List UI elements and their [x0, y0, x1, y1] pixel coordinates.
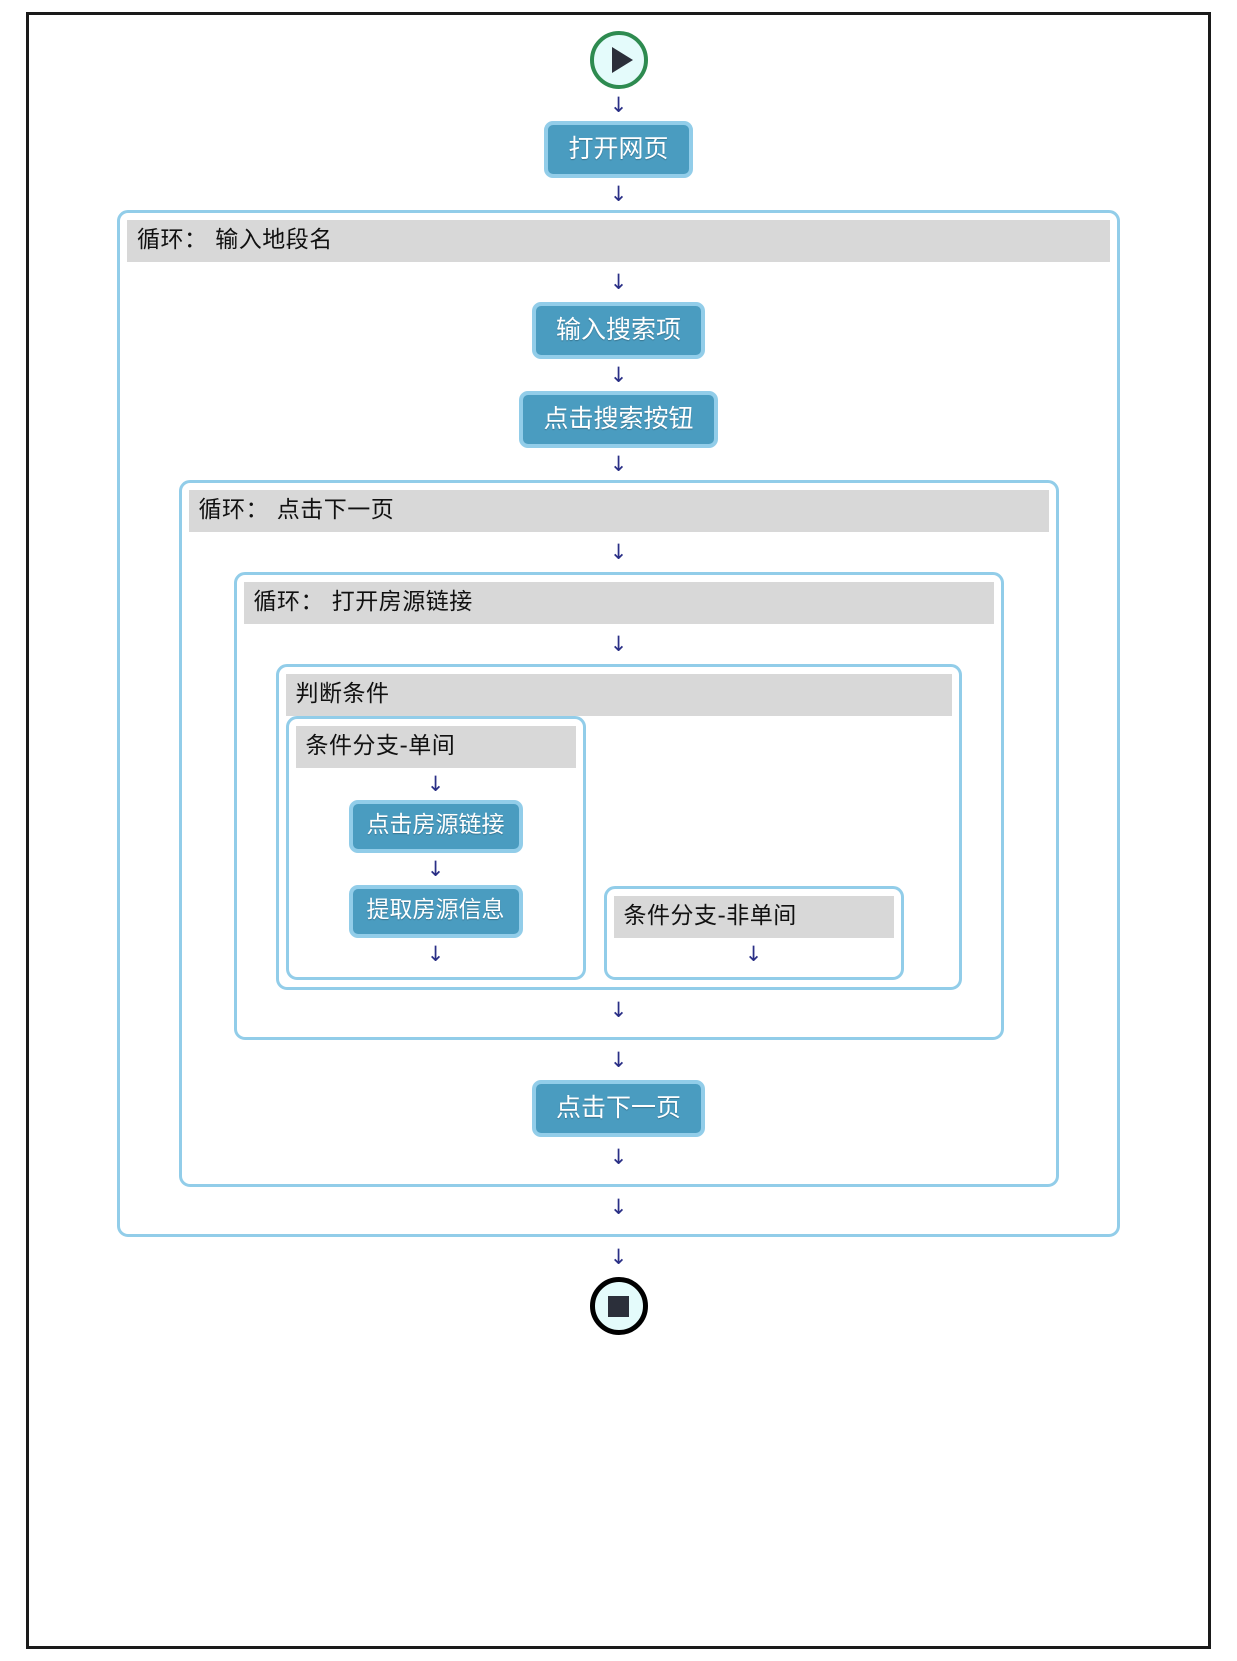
- connector-arrow-icon: ↓: [609, 181, 628, 206]
- loop-district-body: ↓ 输入搜索项 ↓ 点击搜索按钮 ↓ 循环： 点击下一页 ↓ 循环： 打开房源链…: [127, 262, 1110, 1227]
- branch-single-room[interactable]: 条件分支-单间 ↓ 点击房源链接 ↓ 提取房源信息 ↓: [285, 716, 586, 980]
- loop-district-header: 循环： 输入地段名: [127, 220, 1110, 262]
- condition-branch-row: 条件分支-单间 ↓ 点击房源链接 ↓ 提取房源信息 ↓: [285, 716, 952, 980]
- step-open-page[interactable]: 打开网页: [544, 121, 693, 178]
- connector-arrow-icon: ↓: [609, 1144, 628, 1169]
- branch-single-room-body: ↓ 点击房源链接 ↓ 提取房源信息 ↓: [296, 768, 576, 970]
- end-node[interactable]: [589, 1277, 648, 1335]
- loop-open-listing-body: ↓ 判断条件 条件分支-单间: [244, 624, 994, 1030]
- flowchart-root: ↓ 打开网页 ↓ 循环： 输入地段名 ↓ 输入搜索项 ↓ 点击搜索按钮 ↓ 循环…: [29, 15, 1208, 1646]
- connector-arrow-icon: ↓: [426, 771, 445, 796]
- branch-single-room-header: 条件分支-单间: [295, 726, 576, 768]
- loop-next-page-header: 循环： 点击下一页: [188, 490, 1049, 532]
- stop-icon: [608, 1295, 629, 1317]
- branch-non-single-room-header: 条件分支-非单间: [613, 896, 894, 938]
- page-frame: ↓ 打开网页 ↓ 循环： 输入地段名 ↓ 输入搜索项 ↓ 点击搜索按钮 ↓ 循环…: [26, 12, 1211, 1649]
- branch-non-single-room-body: ↓: [614, 938, 894, 970]
- connector-arrow-icon: ↓: [609, 539, 628, 564]
- connector-arrow-icon: ↓: [609, 1194, 628, 1219]
- step-click-listing-link[interactable]: 点击房源链接: [348, 800, 523, 853]
- step-click-next-page[interactable]: 点击下一页: [531, 1080, 705, 1137]
- condition-block-header: 判断条件: [285, 674, 952, 716]
- connector-arrow-icon: ↓: [609, 362, 628, 387]
- step-extract-listing-info[interactable]: 提取房源信息: [348, 885, 523, 938]
- loop-next-page[interactable]: 循环： 点击下一页 ↓ 循环： 打开房源链接 ↓ 判断条件: [178, 480, 1059, 1187]
- connector-arrow-icon: ↓: [609, 269, 628, 294]
- loop-open-listing[interactable]: 循环： 打开房源链接 ↓ 判断条件: [233, 572, 1004, 1040]
- branch-non-single-room[interactable]: 条件分支-非单间 ↓: [603, 886, 904, 980]
- connector-arrow-icon: ↓: [426, 941, 445, 966]
- start-node[interactable]: [589, 31, 648, 89]
- connector-arrow-icon: ↓: [609, 1047, 628, 1072]
- loop-open-listing-header: 循环： 打开房源链接: [243, 582, 994, 624]
- loop-next-page-body: ↓ 循环： 打开房源链接 ↓ 判断条件: [189, 532, 1049, 1177]
- condition-block[interactable]: 判断条件 条件分支-单间 ↓: [275, 664, 962, 990]
- connector-arrow-icon: ↓: [744, 941, 763, 966]
- connector-arrow-icon: ↓: [609, 92, 628, 117]
- connector-arrow-icon: ↓: [609, 451, 628, 476]
- condition-block-body: 条件分支-单间 ↓ 点击房源链接 ↓ 提取房源信息 ↓: [285, 716, 952, 980]
- connector-arrow-icon: ↓: [609, 631, 628, 656]
- play-icon: [611, 47, 633, 73]
- connector-arrow-icon: ↓: [609, 1244, 628, 1269]
- step-input-search[interactable]: 输入搜索项: [531, 302, 705, 359]
- loop-district[interactable]: 循环： 输入地段名 ↓ 输入搜索项 ↓ 点击搜索按钮 ↓ 循环： 点击下一页 ↓: [117, 210, 1120, 1237]
- connector-arrow-icon: ↓: [609, 997, 628, 1022]
- step-click-search[interactable]: 点击搜索按钮: [519, 391, 718, 448]
- connector-arrow-icon: ↓: [426, 856, 445, 881]
